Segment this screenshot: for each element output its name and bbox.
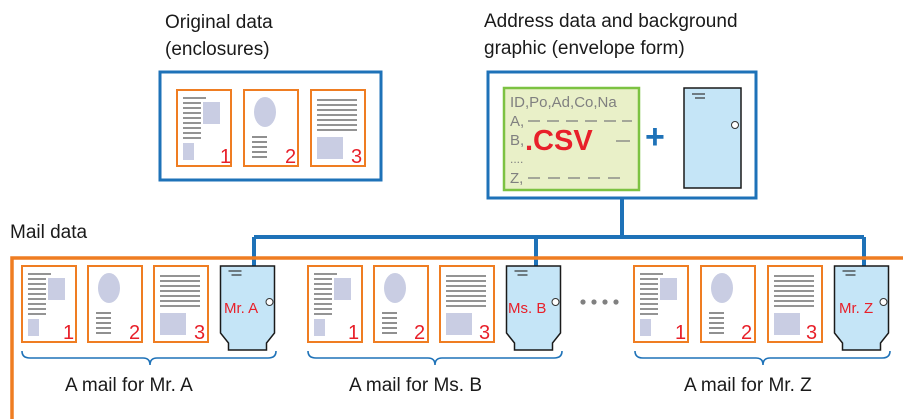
brace-z [634, 350, 891, 366]
mail-set-a: 1 2 3 Mr. A A mail for Mr. A [21, 265, 277, 396]
page-number-3: 3 [479, 322, 490, 344]
page-number-1: 1 [675, 322, 686, 344]
brace-a [21, 350, 277, 366]
csv-label: .CSV [525, 125, 593, 157]
brace-b [307, 350, 563, 366]
address-title-line2: graphic (envelope form) [484, 38, 685, 59]
mail-caption-b: A mail for Ms. B [349, 375, 482, 396]
page-number-1: 1 [348, 322, 359, 344]
page-number-2: 2 [129, 322, 140, 344]
page-number-3: 3 [351, 146, 362, 168]
original-title-line1: Original data [165, 12, 273, 33]
mail-data-frame [10, 256, 903, 419]
mail-set-b: 1 2 3 Ms. B A mail for Ms. B [307, 265, 563, 396]
original-doc-2: 2 [243, 89, 299, 168]
csv-row-z: Z, [510, 170, 523, 187]
plus-icon: + [645, 118, 665, 156]
original-doc-1: 1 [176, 89, 232, 168]
csv-row-b: B, [510, 132, 524, 149]
recipient-label: Mr. A [224, 300, 258, 317]
mail-set-z: 1 2 3 Mr. Z A mail for Mr. Z [633, 265, 891, 396]
page-number-2: 2 [414, 322, 425, 344]
csv-row-dots: .... [510, 152, 523, 166]
csv-row-a: A, [510, 113, 524, 130]
ellipsis-dots [580, 299, 619, 305]
csv-header-row: ID,Po,Ad,Co,Na [510, 94, 617, 111]
page-number-3: 3 [194, 322, 205, 344]
recipient-label: Mr. Z [839, 300, 873, 317]
page-number-2: 2 [285, 146, 296, 168]
mail-caption-a: A mail for Mr. A [65, 375, 193, 396]
original-doc-3: 3 [310, 89, 366, 168]
page-number-3: 3 [806, 322, 817, 344]
recipient-label: Ms. B [508, 300, 546, 317]
original-title-line2: (enclosures) [165, 39, 270, 60]
page-number-1: 1 [63, 322, 74, 344]
envelope-form [683, 87, 742, 189]
csv-file [502, 86, 641, 192]
address-title-line1: Address data and background [484, 11, 738, 32]
page-number-1: 1 [220, 146, 231, 168]
mail-caption-z: A mail for Mr. Z [684, 375, 812, 396]
page-number-2: 2 [741, 322, 752, 344]
mail-data-title: Mail data [10, 222, 88, 243]
